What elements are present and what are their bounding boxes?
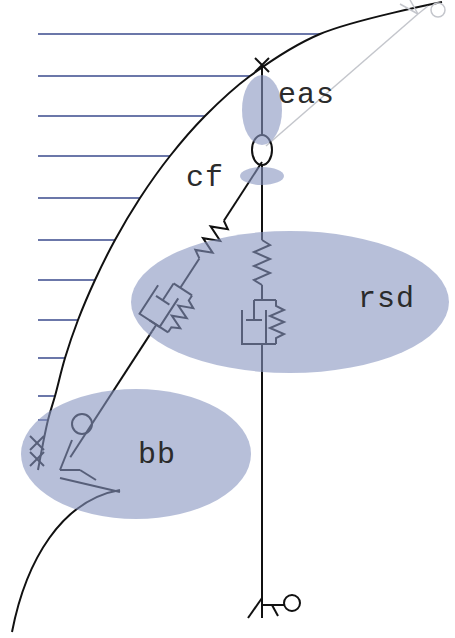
- region-ellipse: [240, 167, 284, 185]
- horizontal-line: [38, 239, 115, 241]
- muscle-region: bb: [20, 388, 252, 520]
- region-shape: [20, 388, 252, 520]
- horizontal-line: [38, 197, 140, 199]
- region-label: bb: [138, 440, 176, 470]
- horizontal-line: [38, 33, 320, 35]
- region-label: cf: [186, 163, 224, 193]
- horizontal-line: [38, 357, 65, 359]
- joint-region: cf: [180, 160, 290, 196]
- region-ellipse: [21, 389, 251, 519]
- muscle-region: rsd: [130, 230, 450, 374]
- horizontal-line: [38, 115, 205, 117]
- horizontal-line: [38, 395, 55, 397]
- region-label: rsd: [358, 284, 415, 314]
- region-ellipse: [131, 231, 449, 373]
- horizontal-line: [38, 279, 95, 281]
- grey-ligament: [266, 0, 445, 146]
- region-ellipse: [242, 75, 282, 145]
- horizontal-line: [38, 319, 78, 321]
- region-label: eas: [278, 80, 335, 110]
- muscle-region: eas: [236, 66, 356, 154]
- horizontal-line: [38, 155, 170, 157]
- horizontal-line: [38, 75, 250, 77]
